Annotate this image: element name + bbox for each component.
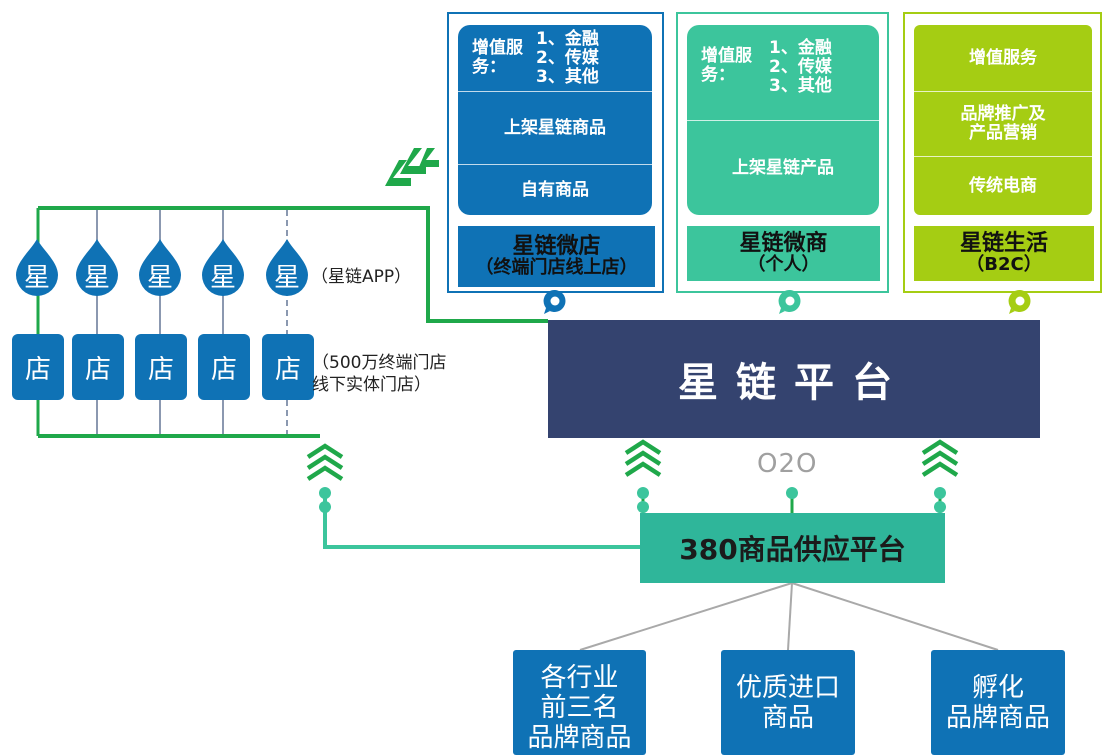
app-drop: 星	[136, 238, 184, 296]
app-note: （星链APP）	[311, 267, 412, 287]
weidian-value-added: 增值服务： 1、金融 2、传媒 3、其他	[458, 25, 652, 91]
source-1-line-1: 各行业	[540, 662, 619, 693]
store-box: 店	[198, 334, 250, 400]
app-drop-label: 星	[210, 263, 237, 293]
shenghuo-title: 星链生活	[959, 230, 1048, 256]
weidian-vas-label: 增值服务：	[472, 38, 523, 77]
source-3-line-2: 品牌商品	[945, 702, 1050, 733]
weidian-content-box: 增值服务： 1、金融 2、传媒 3、其他 上架星链商品 自有商品	[458, 25, 652, 215]
weidian-row-listing: 上架星链商品	[504, 117, 606, 138]
double-chevron-arrow-icon	[385, 148, 439, 186]
shenghuo-row-vas: 增值服务	[969, 47, 1037, 68]
location-pin-icon	[778, 289, 801, 314]
location-pin-icon	[543, 289, 566, 314]
weishang-vas-item-3: 3、其他	[769, 76, 832, 96]
weidian-vas-item-1: 1、金融	[536, 29, 599, 49]
app-drop: 星	[73, 238, 121, 296]
top-bus-line	[38, 206, 548, 323]
supply-left-link	[323, 490, 640, 549]
weidian-vas-item-3: 3、其他	[536, 67, 599, 87]
source-lines	[579, 582, 999, 651]
store-note-line-2: 线下实体门店）	[312, 375, 431, 395]
shenghuo-subtitle: （B2C）	[966, 253, 1042, 275]
store-box: 店	[12, 334, 64, 400]
weidian-panel: 增值服务： 1、金融 2、传媒 3、其他 上架星链商品 自有商品 星链微店 （终…	[447, 12, 664, 293]
supply-platform: 380商品供应平台	[640, 513, 945, 583]
shenghuo-title-bar: 星链生活 （B2C）	[914, 226, 1094, 281]
source-2-line-1: 优质进口	[735, 672, 840, 703]
source-3-line-1: 孵化	[971, 672, 1024, 703]
shenghuo-row-ecommerce: 传统电商	[969, 175, 1037, 196]
weishang-vas-items: 1、金融 2、传媒 3、其他	[769, 39, 832, 96]
source-1-line-3: 品牌商品	[527, 722, 632, 753]
weidian-title: 星链微店	[512, 233, 601, 259]
weishang-row-listing: 上架星链产品	[732, 157, 834, 178]
source-2-line-2: 商品	[761, 702, 814, 733]
app-drop: 星	[199, 238, 247, 296]
app-drop: 星	[263, 238, 311, 296]
weishang-title-bar: 星链微商 （个人）	[687, 226, 880, 281]
app-drop-label: 星	[274, 263, 301, 293]
weidian-row-own-goods: 自有商品	[521, 179, 589, 200]
weidian-vas-item-2: 2、传媒	[536, 48, 599, 68]
store-note-line-1: （500万终端门店	[312, 353, 447, 373]
connector-dots	[319, 487, 946, 513]
weidian-vas-items: 1、金融 2、传媒 3、其他	[536, 30, 599, 87]
weishang-vas-item-2: 2、传媒	[769, 57, 832, 77]
source-box-imports: 优质进口 商品	[721, 650, 855, 755]
weishang-title: 星链微商	[739, 230, 828, 256]
app-drop-label: 星	[24, 263, 51, 293]
store-note: （500万终端门店 线下实体门店）	[312, 352, 446, 396]
weishang-vas-label: 增值服务：	[701, 46, 752, 85]
app-drop: 星	[13, 238, 61, 296]
weidian-title-bar: 星链微店 （终端门店线上店）	[458, 226, 655, 287]
shenghuo-row-marketing: 品牌推广及产品营销	[960, 104, 1046, 143]
app-drop-label: 星	[147, 263, 174, 293]
location-pin-icon	[1008, 289, 1031, 314]
source-box-incubated: 孵化 品牌商品	[931, 650, 1065, 755]
source-box-industry-top3: 各行业 前三名 品牌商品	[513, 650, 646, 755]
store-box: 店	[262, 334, 314, 400]
store-box: 店	[72, 334, 124, 400]
store-box: 店	[135, 334, 187, 400]
xinglian-platform: 星链平台	[548, 320, 1040, 438]
weishang-vas-item-1: 1、金融	[769, 38, 832, 58]
shenghuo-content-box: 增值服务 品牌推广及产品营销 传统电商	[914, 25, 1092, 215]
o2o-label: O2O	[757, 449, 818, 479]
source-1-line-2: 前三名	[540, 692, 619, 723]
app-drop-label: 星	[84, 263, 111, 293]
weishang-subtitle: （个人）	[747, 253, 820, 275]
weishang-panel: 增值服务： 1、金融 2、传媒 3、其他 上架星链产品 星链微商 （个人）	[676, 12, 889, 293]
shenghuo-panel: 增值服务 品牌推广及产品营销 传统电商 星链生活 （B2C）	[903, 12, 1102, 293]
up-chevron-icons	[306, 439, 959, 481]
weidian-subtitle: （终端门店线上店）	[475, 256, 638, 278]
weishang-content-box: 增值服务： 1、金融 2、传媒 3、其他 上架星链产品	[687, 25, 879, 215]
weishang-value-added: 增值服务： 1、金融 2、传媒 3、其他	[687, 25, 879, 120]
